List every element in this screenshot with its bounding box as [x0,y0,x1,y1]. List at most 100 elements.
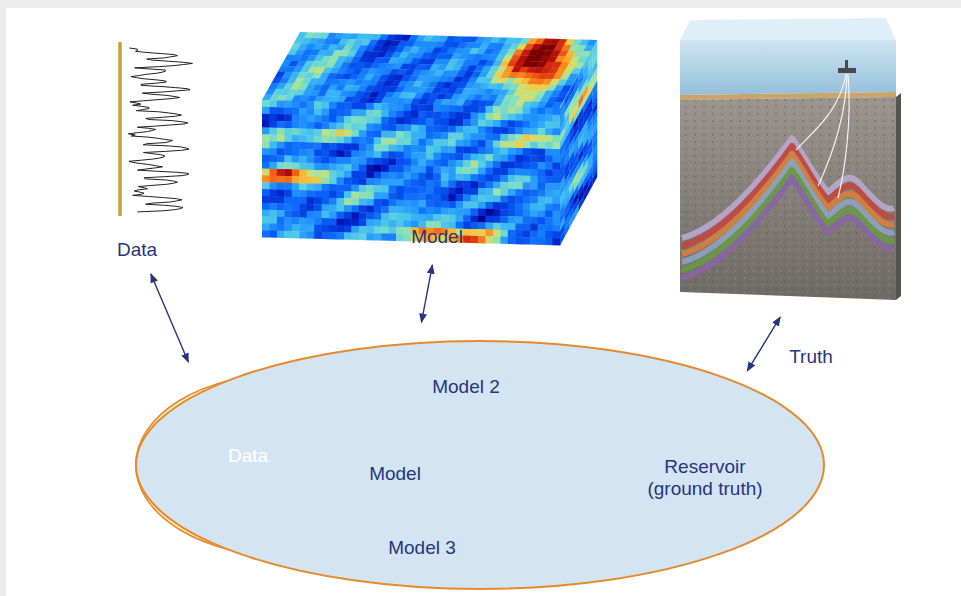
heat-cell [433,153,441,160]
heat-cell [500,106,508,113]
heat-cell [493,161,501,168]
heat-cell [493,223,501,230]
heat-cell [583,187,588,203]
heat-cell [396,172,404,179]
heat-cell [314,204,322,211]
heat-cell [292,101,300,108]
heat-cell [486,175,494,182]
heat-cell [411,159,419,166]
heat-cell [471,154,479,161]
heat-cell [478,209,486,216]
heat-cell [374,117,382,124]
heat-cell [277,224,285,231]
heat-cell [284,210,292,217]
heat-cell [463,140,471,147]
heat-cell [292,128,300,135]
heat-cell [478,147,486,154]
heat-cell [307,177,315,184]
heat-cell [314,232,322,239]
heat-cell [351,212,359,219]
heat-cell [545,108,553,115]
heat-cell [523,189,531,196]
heat-cell [463,105,471,112]
heat-cell [515,155,523,162]
heat-cell [307,218,315,225]
heat-cell [359,192,367,199]
heat-cell [381,124,389,131]
rock-texture [680,97,896,300]
heat-cell [471,174,479,181]
heat-cell [486,229,494,236]
heat-cell [299,135,307,142]
heat-cell [418,173,426,180]
heat-cell [500,202,508,209]
heat-cell [374,124,382,131]
heat-cell [396,193,404,200]
heat-cell [314,190,322,197]
heat-cell [322,150,330,157]
heat-cell [538,176,546,183]
heat-cell [448,201,456,208]
heat-cell [426,132,434,139]
heat-cell [374,130,382,137]
heat-cell [493,209,501,216]
heat-cell [404,193,412,200]
heat-cell [344,178,352,185]
heat-cell [553,122,561,129]
heat-cell [329,232,337,239]
heat-cell [329,136,337,143]
heat-cell [366,212,374,219]
water-surface [680,18,896,40]
heat-cell [337,109,345,116]
heat-cell [389,234,397,241]
heat-cell [269,169,277,176]
heat-cell [366,158,374,165]
heat-cell [359,109,367,116]
heat-cell [314,184,322,191]
heat-cell [359,123,367,130]
heat-cell [433,146,441,153]
heat-cell [530,189,538,196]
heat-cell [299,156,307,163]
heat-cell [456,201,464,208]
reservoir-illustration [680,18,901,300]
heat-cell [478,133,486,140]
heat-cell [515,237,523,244]
heat-cell [456,160,464,167]
heat-cell [463,160,471,167]
heat-cell [545,224,553,231]
heat-cell [262,169,270,176]
heat-cell [299,190,307,197]
heat-cell [530,128,538,135]
heat-cell [500,154,508,161]
heat-cell [418,186,426,193]
heat-cell [404,152,412,159]
heat-cell [404,104,412,111]
heat-cell [359,226,367,233]
heat-cell [538,155,546,162]
heat-cell [463,153,471,160]
heat-cell [277,176,285,183]
heat-cell [508,161,516,168]
heat-cell [374,206,382,213]
heat-cell [299,122,307,129]
heat-cell [329,116,337,123]
heat-cell [508,182,516,189]
heat-cell [329,198,337,205]
well-log [120,42,192,216]
heat-cell [500,230,508,237]
heat-cell [299,217,307,224]
heat-cell [530,114,538,121]
heat-cell [471,222,479,229]
heat-cell [314,149,322,156]
heat-cell [351,198,359,205]
heat-cell [418,200,426,207]
heat-cell [337,102,345,109]
heat-cell [553,108,561,115]
heat-cell [486,161,494,168]
heat-cell [262,127,270,134]
heat-cell [389,172,397,179]
set-label: Data [228,445,268,467]
heat-cell [396,158,404,165]
heat-cell [456,167,464,174]
